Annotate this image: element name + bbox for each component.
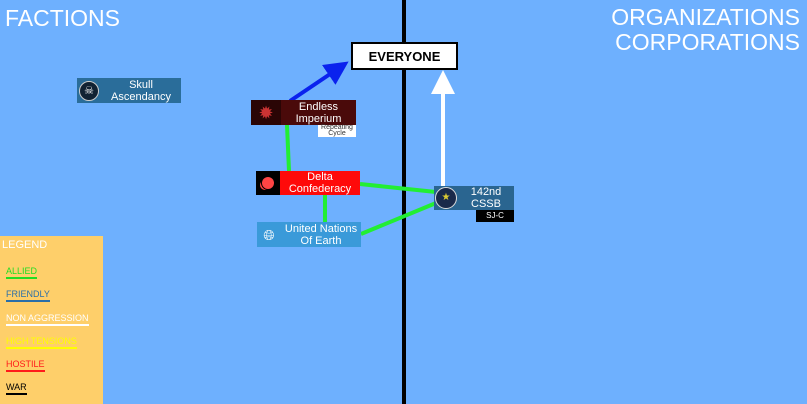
tag-line2: Cycle (328, 130, 346, 137)
node-label-line1: Delta (307, 171, 333, 183)
everyone-node[interactable]: EVERYONE (351, 42, 458, 70)
node-label-line2: Imperium (295, 112, 342, 125)
node-skull-ascendancy[interactable]: ☠ Skull Ascendancy (77, 78, 181, 103)
un-emblem-icon: 🌐︎ (263, 226, 275, 243)
star-emblem-icon: ✹ (251, 100, 281, 125)
cssb-tag: SJ-C (476, 210, 514, 222)
organizations-heading: ORGANIZATIONS CORPORATIONS (611, 5, 800, 55)
organizations-label: ORGANIZATIONS (611, 4, 800, 30)
factions-heading: FACTIONS (5, 5, 121, 31)
legend-allied: ALLIED (6, 266, 38, 279)
tag-line1: Repeating (321, 124, 353, 131)
corporations-label: CORPORATIONS (615, 29, 800, 55)
legend-hostile: HOSTILE (6, 359, 45, 372)
node-label: Skull Ascendancy (111, 78, 171, 103)
allied-line-une-cssb (360, 201, 437, 236)
legend-war: WAR (6, 382, 27, 395)
legend-high-tensions: HIGH TENSIONS (6, 336, 77, 349)
node-label-line1: 142nd (470, 186, 502, 198)
legend-title: LEGEND (2, 239, 48, 251)
legend-non-aggression: NON AGGRESSION (6, 313, 89, 326)
allied-line-endless-delta (285, 124, 291, 172)
seal-icon: ★ (434, 186, 458, 210)
legend-friendly: FRIENDLY (6, 289, 50, 302)
node-label-line1: Endless (298, 100, 339, 113)
legend: LEGEND ALLIED FRIENDLY NON AGGRESSION HI… (0, 236, 103, 404)
friendly-arrow-endless-everyone (288, 61, 349, 103)
node-label-line2: CSSB (471, 198, 501, 210)
node-label-line2: Of Earth (300, 234, 342, 247)
skull-emblem-icon: ☠ (77, 78, 101, 103)
allied-line-delta-cssb (359, 182, 437, 194)
node-label-line2: Confederacy (288, 183, 352, 195)
node-label-line1: United Nations (284, 222, 358, 235)
planet-icon (256, 171, 280, 195)
